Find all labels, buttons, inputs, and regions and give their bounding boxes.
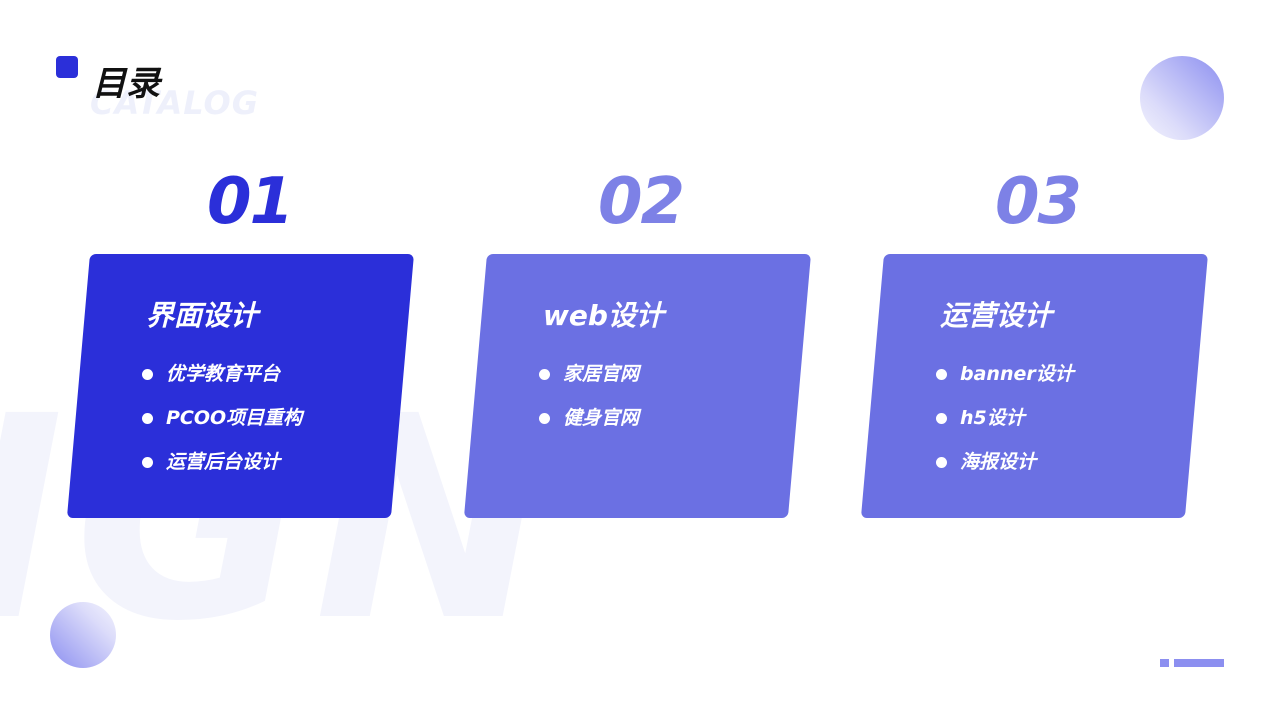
bullet-dot-icon <box>936 457 947 468</box>
list-item: PCOO项目重构 <box>142 404 302 448</box>
section-number-1: 01 <box>207 165 294 239</box>
list-item-label: 家居官网 <box>563 363 640 385</box>
decorative-circle-top-right <box>1140 56 1224 140</box>
list-item-label: 健身官网 <box>563 407 640 429</box>
section-list-2: 家居官网 健身官网 <box>539 360 639 448</box>
list-item: 运营后台设计 <box>142 448 302 492</box>
list-item: banner设计 <box>936 360 1074 404</box>
list-item-label: PCOO项目重构 <box>166 407 303 429</box>
page-title: 目录 <box>92 64 160 104</box>
bullet-dot-icon <box>142 413 153 424</box>
list-item: 健身官网 <box>539 404 639 448</box>
bullet-dot-icon <box>539 369 550 380</box>
list-item: 海报设计 <box>936 448 1074 492</box>
section-list-3: banner设计 h5设计 海报设计 <box>936 360 1074 492</box>
bullet-dot-icon <box>142 369 153 380</box>
list-item: 家居官网 <box>539 360 639 404</box>
title-marker-square <box>56 56 78 78</box>
list-item-label: h5设计 <box>960 407 1025 429</box>
bullet-dot-icon <box>142 457 153 468</box>
bullet-dot-icon <box>539 413 550 424</box>
list-item: 优学教育平台 <box>142 360 302 404</box>
list-item-label: 优学教育平台 <box>166 363 281 385</box>
section-card-content-1: 界面设计 优学教育平台 PCOO项目重构 运营后台设计 <box>90 254 390 518</box>
section-card-content-2: web设计 家居官网 健身官网 <box>487 254 787 518</box>
list-item: h5设计 <box>936 404 1074 448</box>
section-list-1: 优学教育平台 PCOO项目重构 运营后台设计 <box>142 360 302 492</box>
bullet-dot-icon <box>936 369 947 380</box>
title-subtitle: CATALOG <box>90 84 260 122</box>
list-item-label: 运营后台设计 <box>166 451 281 473</box>
decorative-circle-bottom-left <box>50 602 116 668</box>
decorative-dash-short <box>1160 659 1169 667</box>
section-card-content-3: 运营设计 banner设计 h5设计 海报设计 <box>884 254 1184 518</box>
section-title-1: 界面设计 <box>146 299 259 332</box>
section-title-3: 运营设计 <box>940 299 1053 332</box>
list-item-label: banner设计 <box>960 363 1074 385</box>
list-item-label: 海报设计 <box>960 451 1037 473</box>
section-title-2: web设计 <box>543 299 664 332</box>
section-number-2: 02 <box>598 165 685 239</box>
bullet-dot-icon <box>936 413 947 424</box>
section-number-3: 03 <box>995 165 1082 239</box>
decorative-dash-long <box>1174 659 1224 667</box>
